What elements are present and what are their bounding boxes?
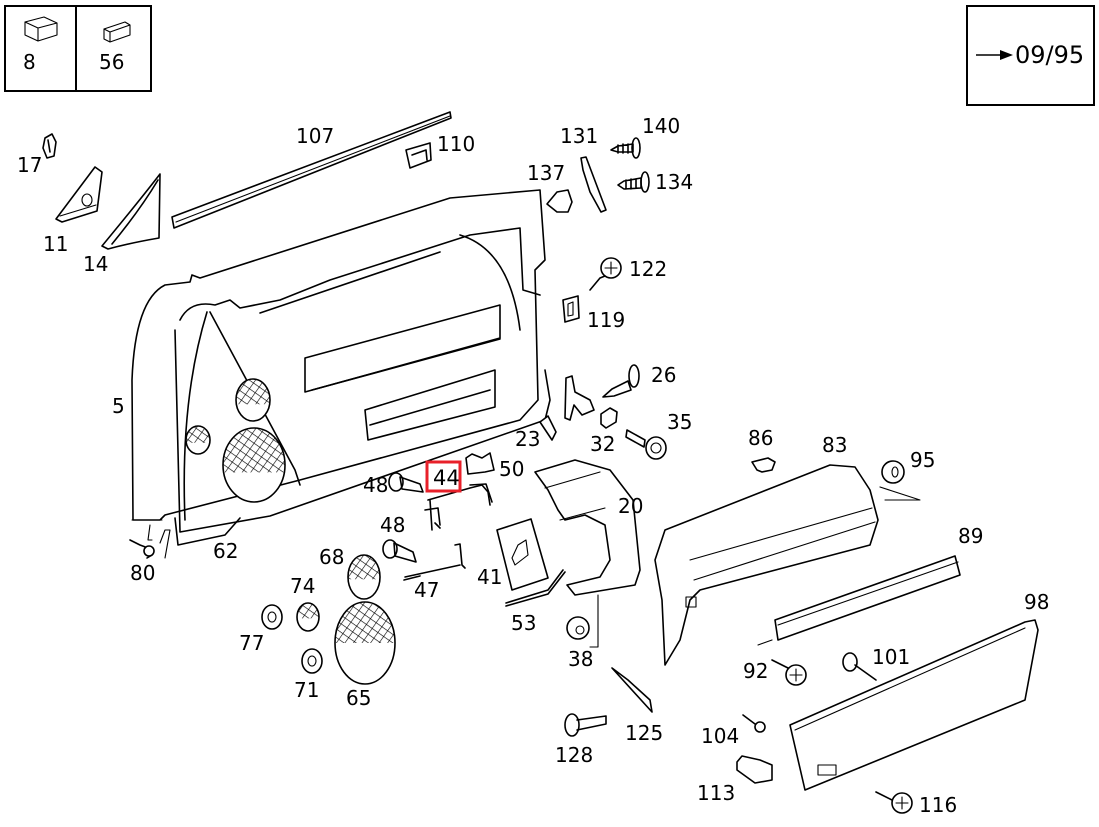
part-20-armrest[interactable]	[534, 459, 641, 648]
label-part-32[interactable]: 32	[590, 432, 615, 456]
part-62-frame[interactable]	[174, 517, 241, 546]
label-part-113[interactable]: 113	[697, 781, 735, 805]
part-125-bracket[interactable]	[611, 667, 653, 713]
part-128-screw[interactable]	[564, 713, 607, 737]
label-part-26[interactable]: 26	[651, 363, 676, 387]
legend-box: 8 56	[4, 5, 152, 92]
label-part-50[interactable]: 50	[499, 457, 524, 481]
part-53-rod[interactable]	[505, 569, 566, 607]
part-92-screw[interactable]	[757, 639, 807, 686]
part-77-cap[interactable]	[261, 604, 283, 630]
part-71-cap[interactable]	[301, 648, 323, 674]
label-part-35[interactable]: 35	[667, 410, 692, 434]
label-part-71[interactable]: 71	[294, 678, 319, 702]
label-part-77[interactable]: 77	[239, 631, 264, 655]
label-part-122[interactable]: 122	[629, 257, 667, 281]
label-part-110[interactable]: 110	[437, 132, 475, 156]
part-113-clip[interactable]	[736, 755, 773, 784]
part-116-screw[interactable]	[875, 791, 913, 814]
part-5-door-panel[interactable]	[131, 189, 551, 541]
part-23-clip[interactable]	[539, 415, 557, 441]
part-26-screw[interactable]	[602, 364, 640, 398]
label-part-5[interactable]: 5	[112, 394, 125, 418]
label-part-128[interactable]: 128	[555, 743, 593, 767]
label-part-48-upper[interactable]: 48	[363, 473, 388, 497]
label-part-20[interactable]: 20	[618, 494, 643, 518]
part-11-mirror-triangle[interactable]	[55, 166, 103, 223]
part-122-screw[interactable]	[589, 257, 622, 291]
label-part-11[interactable]: 11	[43, 232, 68, 256]
label-part-62[interactable]: 62	[213, 539, 238, 563]
part-110-clip[interactable]	[405, 142, 432, 169]
label-part-74[interactable]: 74	[290, 574, 315, 598]
block-cube-icon	[24, 16, 58, 42]
label-part-17[interactable]: 17	[17, 153, 42, 177]
part-65-grille[interactable]	[334, 601, 396, 685]
part-107-window-strip[interactable]	[171, 111, 452, 229]
label-part-80[interactable]: 80	[130, 561, 155, 585]
part-134-screw[interactable]	[617, 171, 650, 193]
label-part-86[interactable]: 86	[748, 426, 773, 450]
label-part-65[interactable]: 65	[346, 686, 371, 710]
validity-box: 09/95	[966, 5, 1095, 106]
label-part-140[interactable]: 140	[642, 114, 680, 138]
label-part-125[interactable]: 125	[625, 721, 663, 745]
arrow-right-icon	[976, 50, 1013, 60]
part-41-handle-insert[interactable]	[496, 518, 549, 591]
label-part-134[interactable]: 134	[655, 170, 693, 194]
part-14-corner-cover[interactable]	[101, 173, 161, 250]
label-part-14[interactable]: 14	[83, 252, 108, 276]
label-part-41[interactable]: 41	[477, 565, 502, 589]
part-101-screw[interactable]	[842, 652, 877, 681]
part-86-clip[interactable]	[751, 457, 776, 473]
part-48-screw-lower[interactable]	[382, 539, 417, 563]
part-95-nut[interactable]	[881, 460, 905, 484]
label-part-47[interactable]: 47	[414, 578, 439, 602]
label-part-107[interactable]: 107	[296, 124, 334, 148]
label-part-23[interactable]: 23	[515, 427, 540, 451]
part-131-bracket[interactable]	[580, 156, 607, 213]
label-part-116[interactable]: 116	[919, 793, 957, 817]
part-48-screw-upper[interactable]	[388, 472, 424, 493]
legend-part-56[interactable]: 56	[99, 50, 124, 74]
part-50-clip[interactable]	[465, 452, 495, 475]
part-bracket-26-mount[interactable]	[564, 375, 595, 421]
part-44-lever[interactable]	[424, 483, 493, 531]
label-part-38[interactable]: 38	[568, 647, 593, 671]
part-140-screw[interactable]	[610, 137, 641, 159]
label-part-137[interactable]: 137	[527, 161, 565, 185]
validity-date: 09/95	[1015, 41, 1084, 69]
part-104-clip[interactable]	[742, 714, 766, 733]
label-part-98[interactable]: 98	[1024, 590, 1049, 614]
label-part-89[interactable]: 89	[958, 524, 983, 548]
label-part-119[interactable]: 119	[587, 308, 625, 332]
part-119-clip[interactable]	[562, 295, 580, 323]
part-98-door-pocket[interactable]	[789, 619, 1039, 791]
part-38-nut[interactable]	[566, 616, 590, 640]
label-part-44[interactable]: 44	[433, 466, 460, 490]
part-47-rod[interactable]	[403, 543, 466, 581]
part-80-clip[interactable]	[129, 529, 171, 559]
label-part-104[interactable]: 104	[701, 724, 739, 748]
part-74-grille[interactable]	[296, 602, 320, 632]
flat-pad-icon	[103, 21, 131, 43]
part-32-nut[interactable]	[600, 407, 618, 429]
legend-part-8[interactable]: 8	[23, 50, 36, 74]
part-35-bolt[interactable]	[625, 429, 667, 460]
label-part-131[interactable]: 131	[560, 124, 598, 148]
part-17-clip[interactable]	[42, 133, 57, 159]
label-part-48-lower[interactable]: 48	[380, 513, 405, 537]
part-68-grille[interactable]	[347, 554, 381, 600]
label-part-95[interactable]: 95	[910, 448, 935, 472]
label-part-53[interactable]: 53	[511, 611, 536, 635]
part-137-plug[interactable]	[546, 189, 573, 213]
label-part-83[interactable]: 83	[822, 433, 847, 457]
label-part-68[interactable]: 68	[319, 545, 344, 569]
part-89-strip[interactable]	[774, 555, 961, 641]
highlight-box-44	[425, 460, 462, 493]
part-83-trim-panel[interactable]	[654, 464, 921, 666]
label-part-101[interactable]: 101	[872, 645, 910, 669]
label-part-92[interactable]: 92	[743, 659, 768, 683]
